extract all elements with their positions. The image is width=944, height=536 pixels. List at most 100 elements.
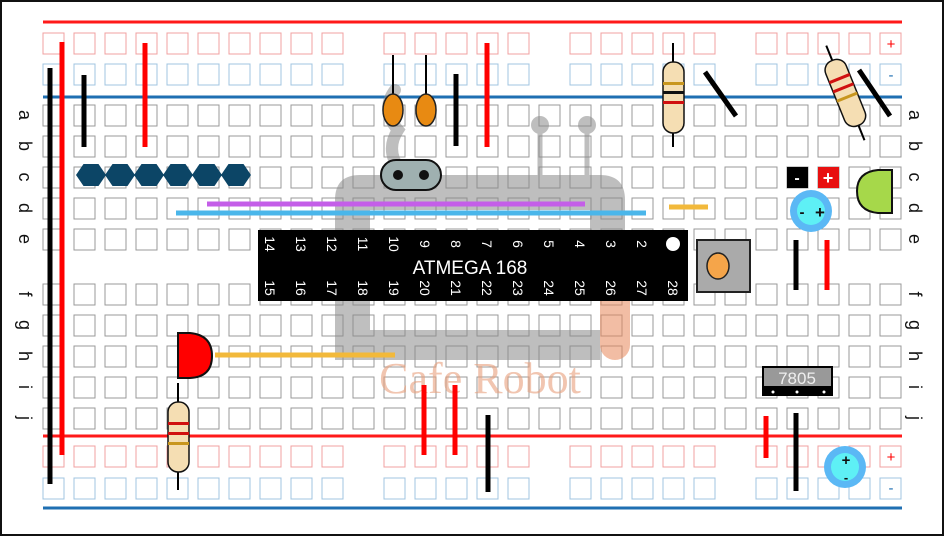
rail-hole	[600, 32, 623, 55]
hole	[259, 197, 282, 220]
hole	[662, 314, 685, 337]
rail-hole	[631, 477, 654, 500]
hole	[104, 104, 127, 127]
resistor-top-vertical	[662, 43, 685, 147]
rail-hole	[600, 477, 623, 500]
rail-hole	[228, 445, 251, 468]
rail-hole	[259, 32, 282, 55]
hole	[879, 135, 902, 158]
rail-hole	[383, 445, 406, 468]
watermark-text: Cafe Robot	[379, 354, 581, 403]
row-label: b	[905, 141, 925, 151]
rail-hole	[42, 445, 65, 468]
pin-number-top: 13	[293, 236, 309, 252]
rail-hole	[507, 477, 530, 500]
rail-hole	[600, 63, 623, 86]
ceramic-capacitor-1	[382, 55, 404, 127]
rail-hole	[755, 477, 778, 500]
row-label: h	[905, 351, 925, 361]
rail-hole	[383, 477, 406, 500]
hole	[321, 104, 344, 127]
hole	[135, 197, 158, 220]
pin-number-bottom: 28	[665, 280, 681, 296]
hole	[755, 228, 778, 251]
hole	[786, 104, 809, 127]
hex-segment	[76, 164, 106, 186]
pin1-marker	[666, 237, 680, 251]
rail-hole	[631, 32, 654, 55]
push-button[interactable]	[696, 239, 751, 293]
hole	[848, 407, 871, 430]
hole	[73, 228, 96, 251]
hole	[290, 135, 313, 158]
hole	[693, 345, 716, 368]
row-label: a	[905, 110, 925, 121]
rail-hole	[321, 445, 344, 468]
hole	[507, 376, 530, 399]
hole	[662, 407, 685, 430]
hole	[135, 345, 158, 368]
rail-hole	[879, 63, 902, 86]
rail-hole	[290, 477, 313, 500]
rail-hole	[879, 477, 902, 500]
hole	[600, 407, 623, 430]
rail-hole	[290, 32, 313, 55]
row-label: b	[15, 141, 35, 151]
hole	[631, 135, 654, 158]
hole	[879, 228, 902, 251]
rail-hole	[321, 477, 344, 500]
pin-number-top: 2	[634, 240, 650, 248]
rail-hole	[228, 32, 251, 55]
hole	[879, 314, 902, 337]
hole	[104, 135, 127, 158]
rail-hole	[817, 32, 840, 55]
logo-antenna-right-ball	[578, 116, 596, 134]
rail-hole	[414, 32, 437, 55]
power-plus-label: +	[823, 168, 834, 188]
hole	[383, 376, 406, 399]
resistor-top-diagonal	[824, 45, 867, 141]
hole	[662, 376, 685, 399]
rail-hole	[135, 477, 158, 500]
pin-number-top: 8	[448, 240, 464, 248]
rail-hole	[786, 32, 809, 55]
row-label: e	[15, 234, 35, 244]
crystal-oscillator	[380, 159, 442, 191]
hole	[166, 104, 189, 127]
rail-hole	[507, 63, 530, 86]
pin-number-bottom: 19	[386, 280, 402, 296]
hole	[228, 197, 251, 220]
rail-hole	[228, 63, 251, 86]
hole	[600, 135, 623, 158]
hex-segment	[134, 164, 164, 186]
hole	[879, 376, 902, 399]
hole	[352, 376, 375, 399]
hole	[569, 407, 592, 430]
hole	[352, 104, 375, 127]
hole	[135, 283, 158, 306]
hole	[631, 166, 654, 189]
hole	[693, 104, 716, 127]
regulator-label: 7805	[778, 369, 816, 388]
hole	[228, 228, 251, 251]
hole	[290, 314, 313, 337]
hole	[228, 376, 251, 399]
rail-hole	[197, 63, 220, 86]
hole	[290, 197, 313, 220]
pin-number-top: 10	[386, 236, 402, 252]
hole	[724, 104, 747, 127]
rail-hole	[259, 445, 282, 468]
hole	[724, 314, 747, 337]
hole	[104, 197, 127, 220]
hole	[104, 407, 127, 430]
row-label: c	[905, 173, 925, 182]
rail-hole	[693, 32, 716, 55]
hole	[631, 345, 654, 368]
hole	[290, 376, 313, 399]
row-label: d	[15, 203, 35, 213]
rail-hole	[631, 63, 654, 86]
hole	[197, 104, 220, 127]
hex-segment	[105, 164, 135, 186]
